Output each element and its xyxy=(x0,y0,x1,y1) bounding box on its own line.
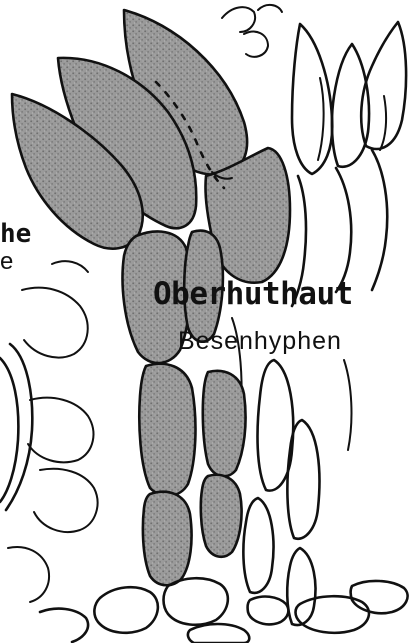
left-outline-cell xyxy=(34,469,98,532)
shaded-hypha-cell xyxy=(139,364,195,496)
bottom-cell xyxy=(248,597,289,625)
top-fragment xyxy=(222,5,282,57)
label-partial-bottom: e xyxy=(0,248,13,276)
unshaded-hypha-inner-line xyxy=(380,96,386,150)
shaded-hypha-cell xyxy=(203,371,246,476)
left-outline-cell xyxy=(52,261,88,272)
unshaded-hypha-segment-2 xyxy=(336,168,351,292)
unshaded-hypha-lower-cell xyxy=(287,420,319,539)
bottom-cell xyxy=(94,587,158,633)
left-outline-cell xyxy=(0,358,18,502)
unshaded-hypha-side-line xyxy=(344,360,351,450)
shaded-hypha-cell xyxy=(143,492,192,585)
label-partial-top: he xyxy=(0,219,31,249)
fragment-curl xyxy=(244,32,268,57)
label-oberhuthaut: Oberhuthaut xyxy=(153,276,353,312)
unshaded-hypha-lower-cell xyxy=(287,548,315,625)
unshaded-hypha-lower-cell xyxy=(243,498,273,593)
unshaded-hypha-tip-2 xyxy=(332,44,369,167)
bottom-cell xyxy=(296,596,369,633)
bottom-cell xyxy=(40,609,88,642)
unshaded-hypha-tip-1 xyxy=(292,24,332,174)
unshaded-hypha-segment-3 xyxy=(372,150,387,290)
left-outline-cell xyxy=(28,398,93,463)
bottom-cell xyxy=(351,581,408,613)
label-besenhyphen: Besenhyphen xyxy=(178,327,342,356)
fragment-curl xyxy=(258,5,282,12)
bottom-cells-group xyxy=(40,578,408,643)
bottom-cell xyxy=(188,624,249,643)
left-structures-group xyxy=(0,261,98,602)
left-outline-cell xyxy=(22,288,88,358)
unshaded-hyphae-group xyxy=(232,22,406,625)
left-outline-cell xyxy=(8,547,49,602)
fragment-curl xyxy=(222,7,255,32)
unshaded-hypha-inner-line xyxy=(318,78,324,160)
shaded-hypha-cell xyxy=(201,475,242,557)
